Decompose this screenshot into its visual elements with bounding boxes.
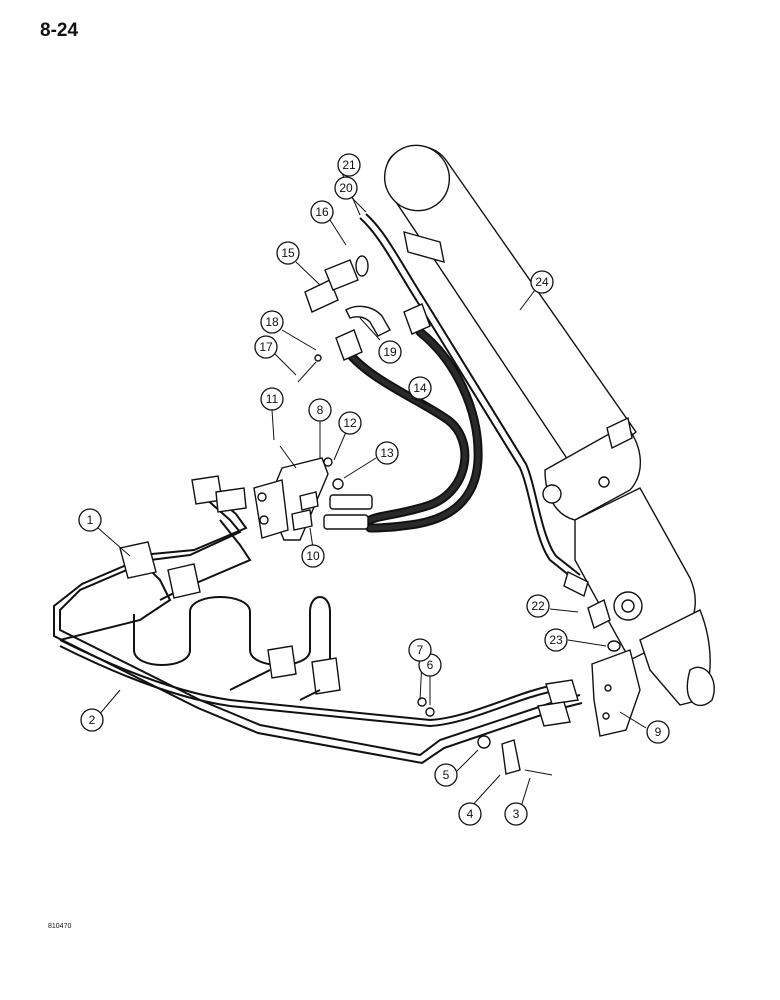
callout-label: 8: [317, 403, 324, 417]
callout-label: 14: [413, 381, 427, 395]
callout-19: 19: [378, 340, 402, 364]
callout-23: 23: [544, 628, 568, 652]
callout-label: 19: [383, 345, 397, 359]
callout-label: 5: [443, 768, 450, 782]
callout-10: 10: [301, 544, 325, 568]
callout-label: 12: [343, 416, 357, 430]
cylinder-tube: [359, 213, 589, 598]
callout-label: 1: [87, 513, 94, 527]
callout-21: 21: [337, 153, 361, 177]
callout-label: 13: [380, 446, 394, 460]
callout-4: 4: [458, 802, 482, 826]
callout-24: 24: [530, 270, 554, 294]
callout-8: 8: [308, 398, 332, 422]
callout-label: 18: [265, 315, 279, 329]
callout-18: 18: [260, 310, 284, 334]
callout-14: 14: [408, 376, 432, 400]
callout-17: 17: [254, 335, 278, 359]
hydraulic-cylinder: [383, 144, 715, 707]
callout-22: 22: [526, 594, 550, 618]
callout-label: 22: [531, 599, 545, 613]
callout-label: 3: [513, 807, 520, 821]
callout-13: 13: [375, 441, 399, 465]
hydraulic-hoses: [323, 303, 483, 533]
callout-9: 9: [646, 720, 670, 744]
callout-label: 6: [427, 658, 434, 672]
callout-label: 16: [315, 205, 329, 219]
callout-5: 5: [434, 763, 458, 787]
leader-lines: [97, 172, 647, 811]
bracket-assembly: [253, 445, 344, 541]
callout-label: 21: [342, 158, 356, 172]
callout-label: 15: [281, 246, 295, 260]
tube-assembly: [53, 475, 583, 765]
callout-3: 3: [504, 802, 528, 826]
callout-label: 23: [549, 633, 563, 647]
lower-fittings: [133, 596, 641, 776]
callout-7: 7: [408, 638, 432, 662]
callout-label: 7: [417, 643, 424, 657]
callout-2: 2: [80, 708, 104, 732]
callout-label: 24: [535, 275, 549, 289]
callout-label: 10: [306, 549, 320, 563]
callout-label: 11: [266, 392, 279, 406]
figure-code: 810470: [48, 923, 72, 930]
callout-label: 4: [467, 807, 474, 821]
callout-16: 16: [310, 200, 334, 224]
callout-label: 17: [259, 340, 273, 354]
callout-11: 11: [260, 387, 284, 411]
callout-12: 12: [338, 411, 362, 435]
callout-label: 20: [339, 181, 353, 195]
page-number: 8-24: [40, 20, 79, 41]
callout-20: 20: [334, 176, 358, 200]
upper-fittings: [297, 255, 391, 383]
callout-label: 2: [89, 713, 96, 727]
callout-label: 9: [655, 725, 662, 739]
callout-1: 1: [78, 508, 102, 532]
callout-15: 15: [276, 241, 300, 265]
